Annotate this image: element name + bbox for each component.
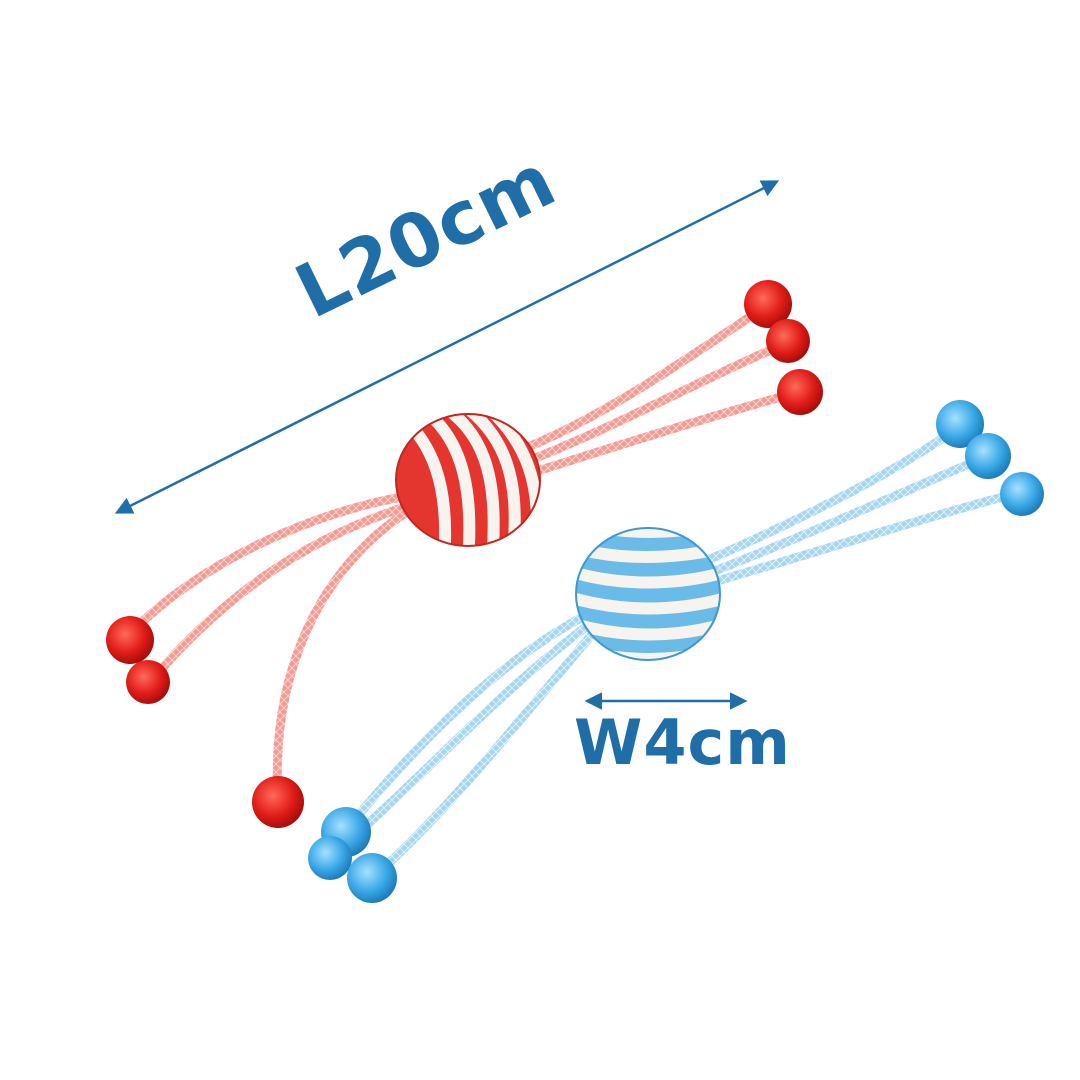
red-pompom (252, 776, 304, 828)
blue-mesh-tubes-lower (327, 609, 599, 883)
red-pompom (106, 616, 154, 664)
red-pompom (744, 280, 792, 328)
blue-pompom (965, 433, 1011, 479)
red-pompom (126, 660, 170, 704)
red-striped-ball (395, 413, 541, 547)
red-mesh-tubes-upper (515, 301, 805, 479)
red-pompom (766, 319, 810, 363)
length-measure-line (114, 180, 780, 514)
blue-pompom (347, 853, 397, 903)
blue-pompom (308, 836, 352, 880)
blue-pompom (1000, 472, 1044, 516)
red-mesh-tubes-lower (123, 491, 415, 805)
red-pompom (777, 369, 823, 415)
blue-striped-ball (575, 527, 721, 661)
width-label: W4cm (574, 706, 791, 779)
blue-mesh-tubes-upper (703, 421, 1027, 587)
blue-pompom (936, 400, 984, 448)
